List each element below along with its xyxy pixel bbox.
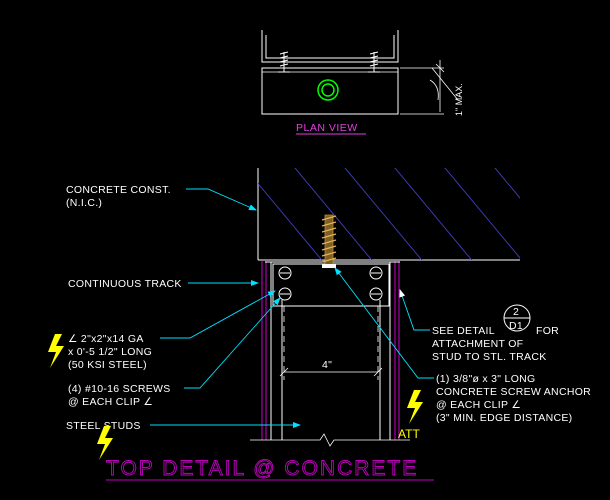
- plan-view-label: PLAN VIEW: [296, 122, 358, 134]
- callout-anchor-2: CONCRETE SCREW ANCHOR: [436, 386, 591, 398]
- callout-angle-1: ∠ 2"x2"x14 GA: [68, 333, 144, 345]
- callout-see-detail-for: FOR: [536, 325, 559, 337]
- detail-ref-number: 2: [513, 306, 519, 318]
- concrete-slab: [257, 168, 520, 261]
- callouts-right: SEE DETAIL 2 D1 FOR ATTACHMENT OF STUD T…: [334, 267, 591, 424]
- callout-continuous-track: CONTINUOUS TRACK: [68, 278, 182, 290]
- callout-attachment: ATTACHMENT OF: [432, 338, 523, 350]
- callout-angle-2: x 0'-5 1/2" LONG: [68, 346, 152, 358]
- plan-screw-right: [368, 51, 380, 73]
- clip-screws: [278, 266, 383, 301]
- callout-anchor-4: (3" MIN. EDGE DISTANCE): [436, 412, 572, 424]
- callout-concrete-nic: (N.I.C.): [66, 197, 102, 209]
- callout-screws-2: @ EACH CLIP ∠: [68, 396, 153, 408]
- plan-dimension: [400, 60, 459, 115]
- plan-view: 1" MAX. PLAN VIEW: [261, 30, 464, 135]
- plan-clip-body: [261, 67, 399, 115]
- dimension-4in-label: 4": [322, 359, 332, 371]
- detail-ref-sheet: D1: [509, 320, 523, 332]
- continuous-track: [261, 261, 400, 440]
- lightning-bolt-icon: [48, 334, 64, 368]
- att-label: ATT: [398, 427, 420, 441]
- callout-anchor-1: (1) 3/8"ø x 3" LONG: [436, 373, 536, 385]
- dimension-4in: [279, 306, 383, 380]
- callouts-left: CONCRETE CONST. (N.I.C.) CONTINUOUS TRAC…: [66, 184, 301, 432]
- callout-stud-track: STUD TO STL. TRACK: [432, 351, 547, 363]
- plan-screw-left: [278, 51, 290, 73]
- callout-steel-studs: STEEL STUDS: [66, 420, 141, 432]
- concrete-screw-anchor: [321, 214, 337, 268]
- plan-track-outline: [261, 30, 399, 63]
- section-detail: 4": [250, 168, 520, 447]
- screw-anchor-icon: [317, 79, 339, 101]
- callout-angle-3: (50 KSI STEEL): [68, 359, 147, 371]
- detail-title: TOP DETAIL @ CONCRETE: [106, 457, 418, 480]
- callout-anchor-3: @ EACH CLIP ∠: [436, 399, 521, 411]
- callout-screws-1: (4) #10-16 SCREWS: [68, 383, 171, 395]
- plan-dim-label: 1" MAX.: [454, 83, 464, 116]
- detail-reference-bubble-icon: 2 D1: [503, 304, 531, 332]
- lightning-bolt-icon: [407, 390, 423, 424]
- callout-concrete: CONCRETE CONST.: [66, 184, 171, 196]
- break-line: [250, 433, 410, 447]
- lightning-bolt-icon: [97, 426, 113, 460]
- callout-see-detail: SEE DETAIL: [432, 325, 495, 337]
